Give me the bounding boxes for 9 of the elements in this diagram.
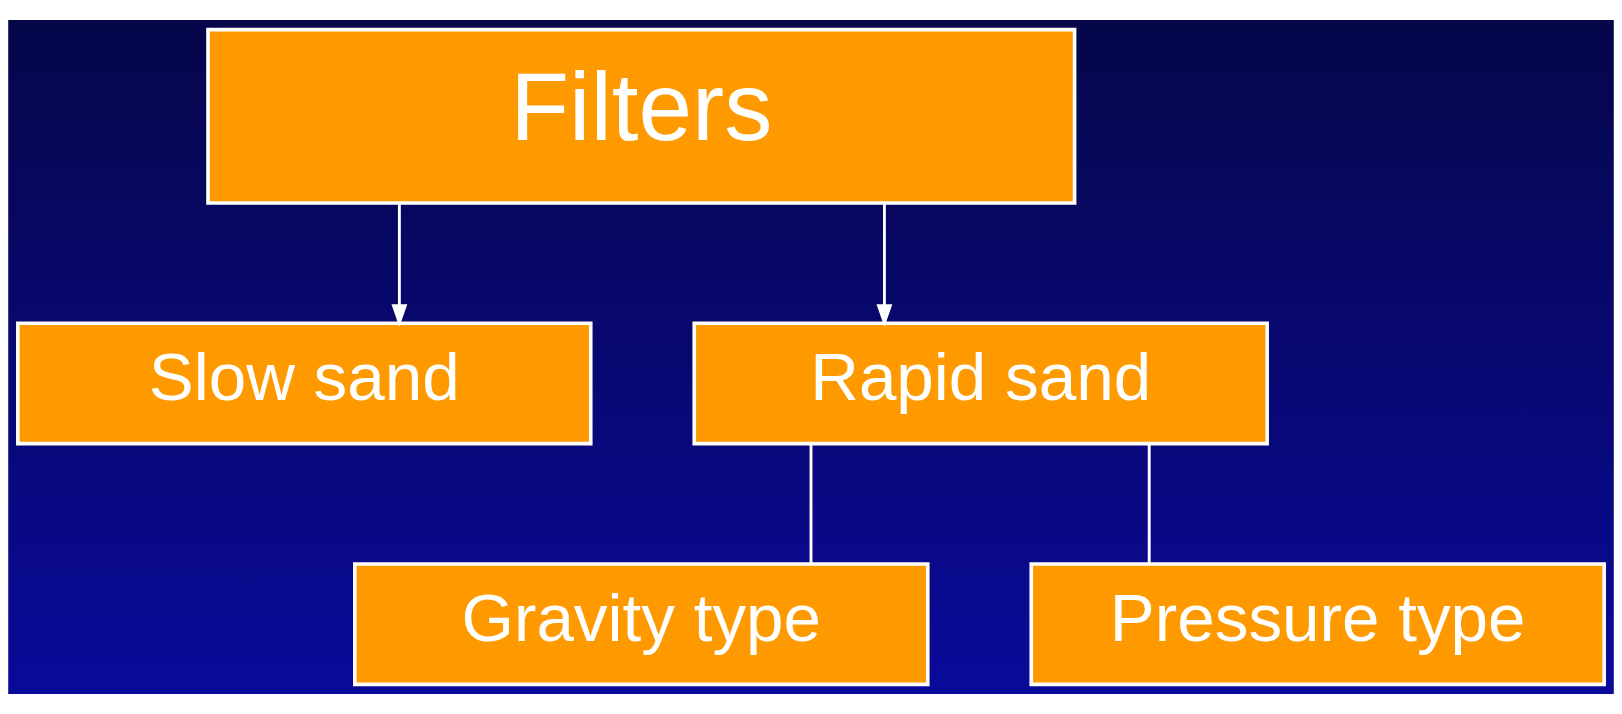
node-box: Gravity type bbox=[353, 562, 930, 687]
connector bbox=[809, 444, 813, 564]
arrow bbox=[391, 203, 408, 327]
node-box: Pressure type bbox=[1029, 562, 1606, 687]
connector bbox=[1147, 444, 1151, 564]
node-box: Rapid sand bbox=[692, 321, 1269, 446]
node-box: Filters bbox=[206, 27, 1077, 205]
arrow bbox=[876, 203, 893, 327]
node-box: Slow sand bbox=[16, 321, 593, 446]
